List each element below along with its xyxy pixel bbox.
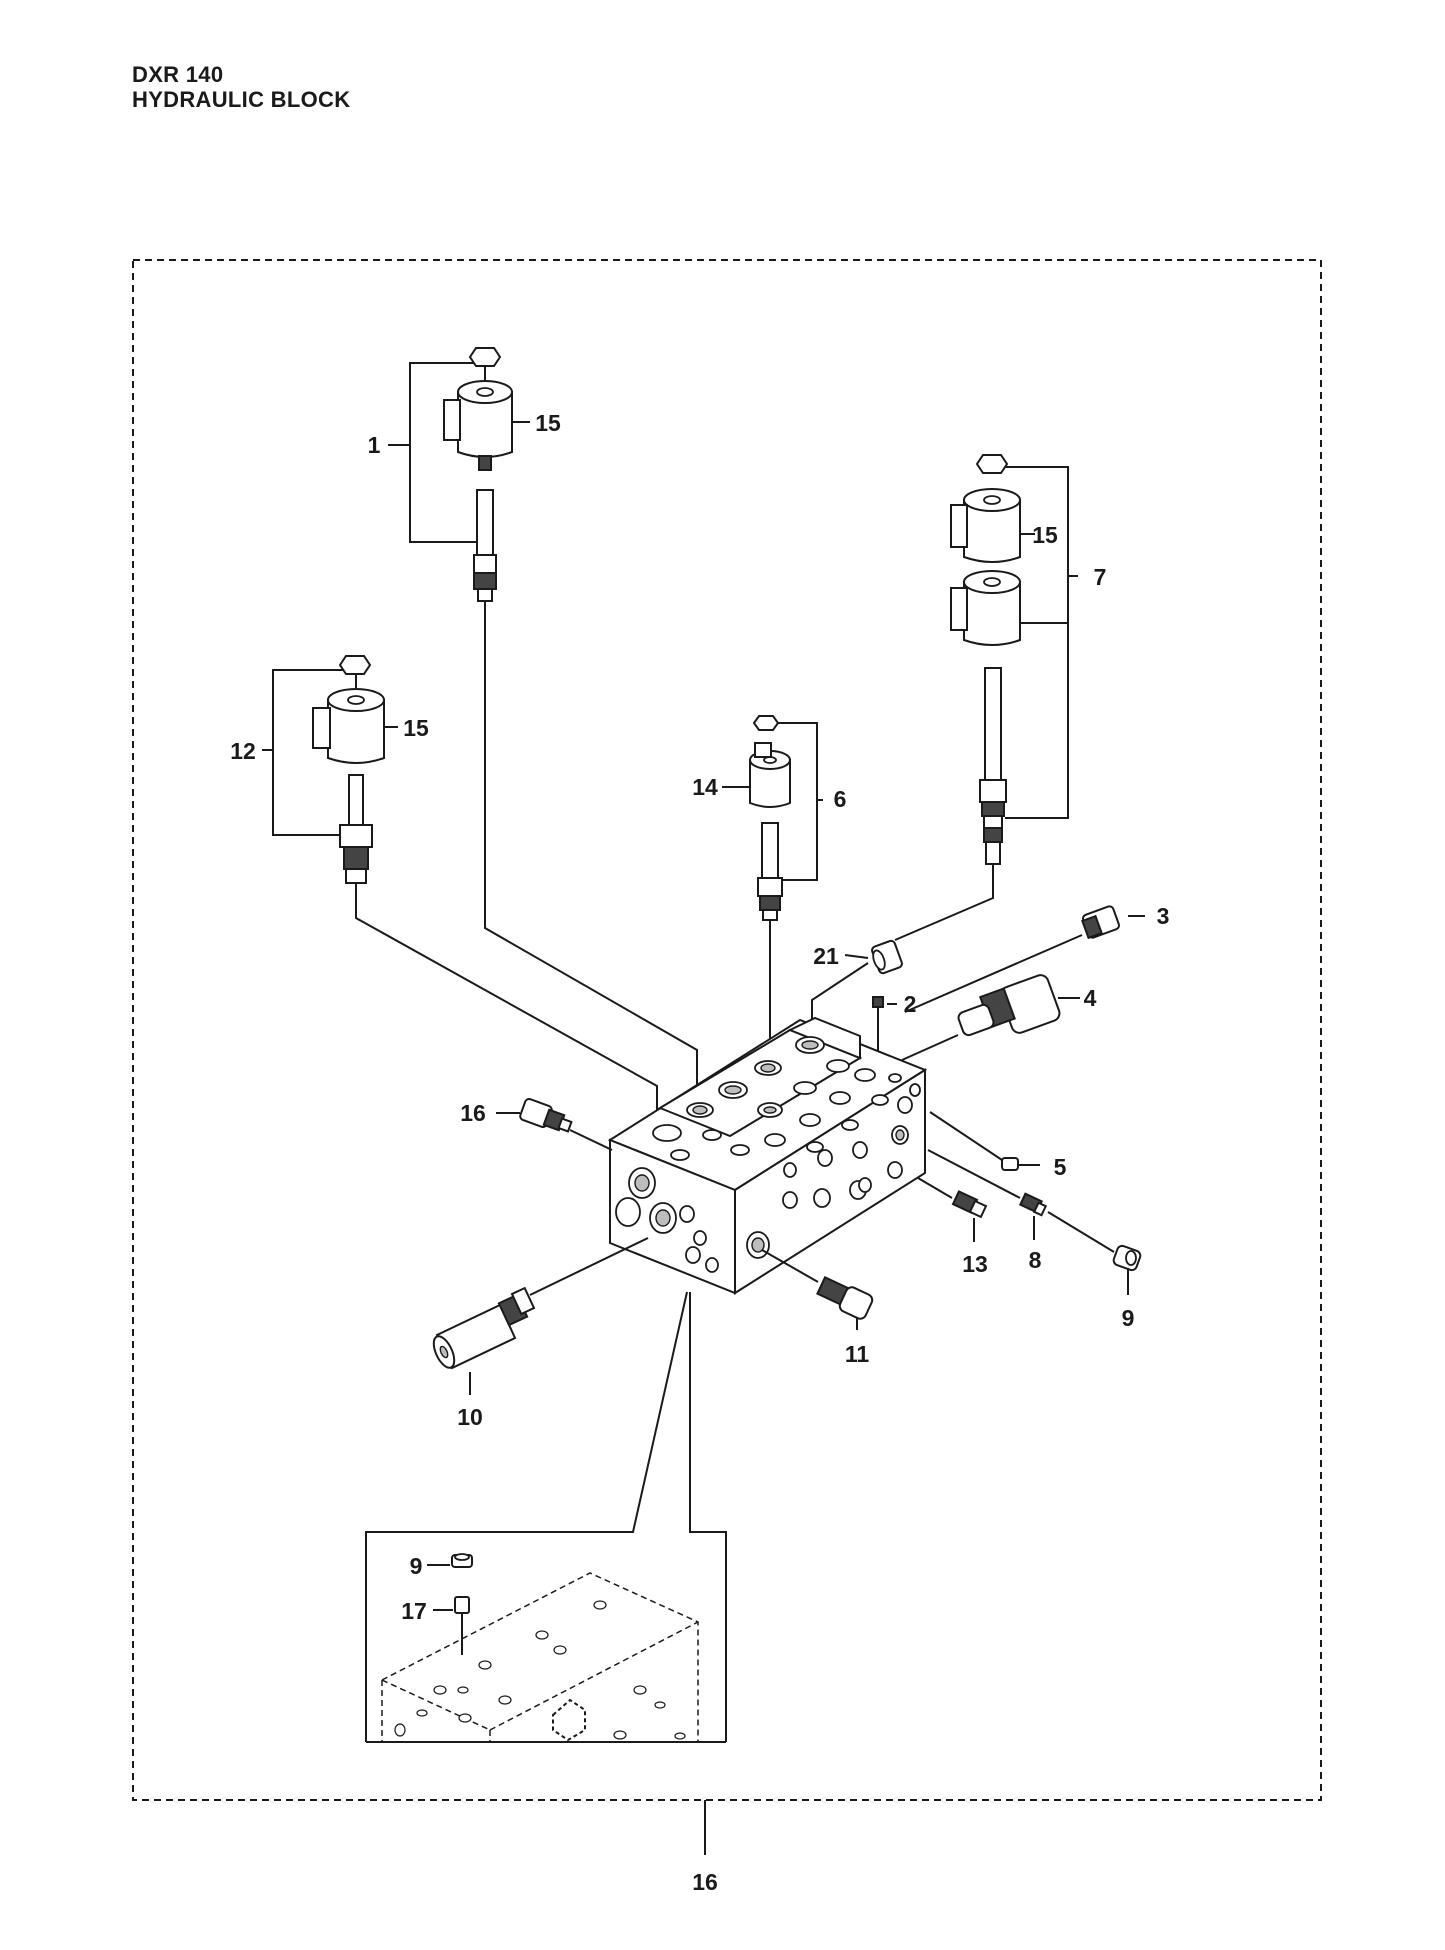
part-16-valve-cartridge	[519, 1098, 573, 1133]
part-7-double-solenoid-valve	[950, 454, 1078, 865]
callout-4: 4	[1084, 985, 1097, 1011]
callout-3: 3	[1157, 903, 1170, 929]
callout-5: 5	[1054, 1154, 1067, 1180]
part-8-fitting	[1018, 1192, 1048, 1217]
part-1-solenoid-valve	[388, 347, 513, 602]
part-4-quick-coupling	[957, 974, 1061, 1037]
callout-12: 12	[230, 738, 256, 764]
part-12-solenoid-valve	[262, 655, 385, 884]
callout-9-detail: 9	[410, 1553, 423, 1579]
callout-11: 11	[845, 1341, 870, 1367]
part-6-solenoid-valve	[749, 715, 823, 921]
assembly-boundary	[132, 259, 1322, 1801]
callout-15-right: 15	[1032, 522, 1058, 548]
callout-15-left: 15	[403, 715, 429, 741]
callout-8: 8	[1029, 1247, 1042, 1273]
callout-15-top: 15	[535, 410, 561, 436]
callout-7: 7	[1094, 564, 1107, 590]
part-11-plug	[816, 1276, 874, 1320]
callout-17: 17	[401, 1598, 427, 1624]
part-10-pressure-valve	[432, 1286, 536, 1370]
part-9-plug	[1112, 1244, 1142, 1272]
callout-2: 2	[904, 991, 917, 1017]
part-5-plug	[1001, 1157, 1019, 1171]
part-21-fitting	[871, 939, 903, 975]
callout-13: 13	[962, 1251, 988, 1277]
part-2-plug	[872, 996, 884, 1008]
callout-21: 21	[813, 943, 839, 969]
drawing-header: DXR 140 HYDRAULIC BLOCK	[132, 62, 350, 112]
callout-16-assembly: 16	[692, 1869, 718, 1895]
hydraulic-block	[607, 1016, 928, 1295]
part-3-fitting	[1081, 905, 1121, 940]
detail-inset	[365, 1291, 727, 1743]
drawing-title: HYDRAULIC BLOCK	[132, 87, 351, 112]
model-name: DXR 140	[132, 62, 224, 87]
callout-9: 9	[1122, 1305, 1135, 1331]
callout-14: 14	[692, 774, 718, 800]
callout-16: 16	[460, 1100, 486, 1126]
callout-10: 10	[457, 1404, 483, 1430]
part-13-fitting	[951, 1190, 988, 1219]
callout-6: 6	[834, 786, 847, 812]
callout-1: 1	[368, 432, 381, 458]
